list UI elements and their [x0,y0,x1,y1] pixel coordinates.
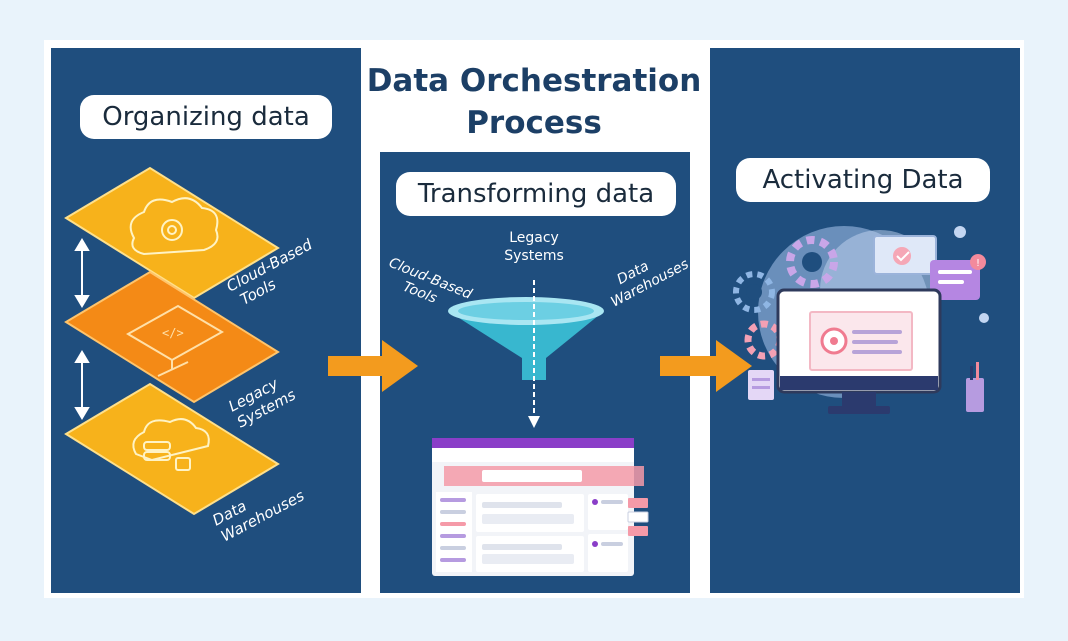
activation-illustration: ! [733,226,989,414]
layer-legacy-systems: </> [64,270,280,404]
diagram-graphics: </> Cloud-BasedTools LegacySystems [64,166,989,576]
transforming-heading: Transforming data [396,172,676,216]
arrow-transforming-to-activating [660,340,752,392]
layer-cloud-tools [64,166,280,300]
layer-link-arrows [74,238,90,420]
label-legacy-systems: LegacySystems [225,370,298,432]
diagram-title-line1: Data Orchestration [366,63,702,99]
activating-heading: Activating Data [736,158,990,202]
dashboard-window [432,438,649,576]
input-label-warehouses: DataWarehouses [600,241,691,310]
gear-icon-large [786,236,838,288]
organizing-heading: Organizing data [80,95,332,139]
layer-data-warehouses [64,382,280,516]
monitor-code-icon: </> [125,304,225,377]
gear-icon [733,271,775,313]
svg-text:</>: </> [162,326,184,340]
cloud-gear-icon [129,197,219,256]
funnel-icon [448,280,604,428]
database-cloud-icon [132,418,210,471]
diagram-title-line2: Process [466,105,602,141]
arrow-organizing-to-transforming [328,340,418,392]
svg-text:!: ! [976,258,980,269]
